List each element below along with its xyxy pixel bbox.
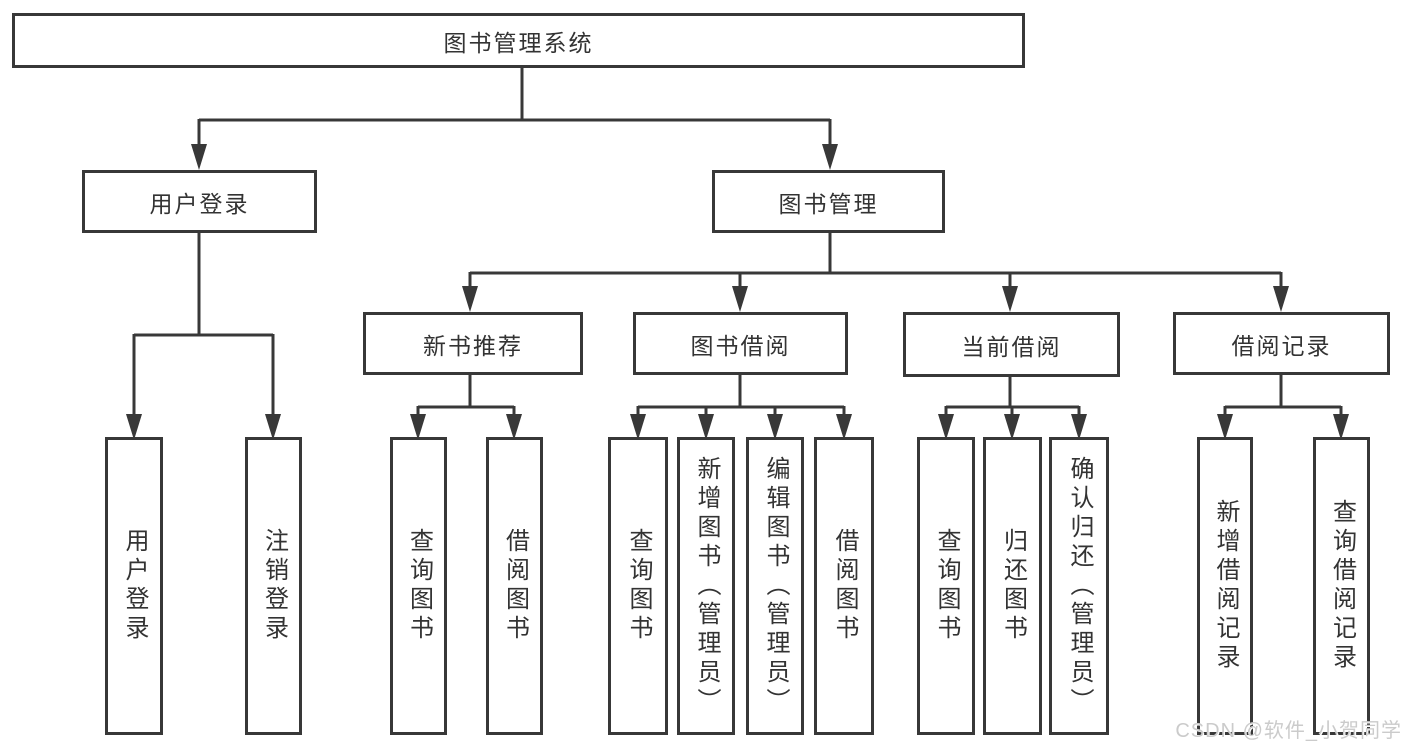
leaf-edit-book-admin: 编辑图书（管理员） bbox=[746, 437, 804, 735]
csdn-watermark: CSDN @软件_小贺同学 bbox=[1175, 720, 1402, 742]
leaf-query-books-current-label: 查询图书 bbox=[933, 528, 960, 644]
leaf-query-borrow-record: 查询借阅记录 bbox=[1313, 437, 1370, 735]
leaf-add-book-admin: 新增图书（管理员） bbox=[677, 437, 735, 735]
node-current-borrow-label: 当前借阅 bbox=[961, 333, 1062, 360]
leaf-edit-book-admin-label: 编辑图书（管理员） bbox=[762, 455, 789, 717]
node-new-book-recommend-label: 新书推荐 bbox=[423, 332, 523, 359]
connector-current-borrow-to-leaves bbox=[944, 377, 1081, 418]
node-root-label: 图书管理系统 bbox=[443, 29, 594, 56]
leaf-borrow-books-label: 借阅图书 bbox=[831, 528, 858, 644]
node-borrow-records-label: 借阅记录 bbox=[1231, 332, 1332, 359]
leaf-confirm-return-admin-label: 确认归还（管理员） bbox=[1066, 455, 1093, 717]
node-new-book-recommend: 新书推荐 bbox=[363, 312, 583, 375]
connector-book-borrow-to-leaves bbox=[636, 375, 846, 418]
leaf-confirm-return-admin: 确认归还（管理员） bbox=[1049, 437, 1109, 735]
leaf-logout: 注销登录 bbox=[245, 437, 302, 735]
leaf-logout-label: 注销登录 bbox=[260, 528, 288, 644]
leaf-query-books-borrow-label: 查询图书 bbox=[625, 528, 652, 644]
leaf-add-borrow-record: 新增借阅记录 bbox=[1197, 437, 1253, 735]
connector-borrow-records-to-leaves bbox=[1223, 375, 1343, 418]
leaf-borrow-books-recommend: 借阅图书 bbox=[486, 437, 543, 735]
connector-user-login-to-leaves bbox=[132, 233, 275, 418]
node-user-login: 用户登录 bbox=[82, 170, 317, 233]
leaf-query-books-current: 查询图书 bbox=[917, 437, 975, 735]
node-book-management-label: 图书管理 bbox=[778, 190, 879, 217]
node-current-borrow: 当前借阅 bbox=[903, 312, 1120, 377]
connector-book-mgmt-to-level3 bbox=[468, 233, 1283, 292]
leaf-borrow-books-recommend-label: 借阅图书 bbox=[501, 528, 529, 644]
node-book-borrow: 图书借阅 bbox=[633, 312, 848, 375]
leaf-query-books-recommend: 查询图书 bbox=[390, 437, 447, 735]
node-user-login-label: 用户登录 bbox=[149, 190, 250, 217]
node-book-borrow-label: 图书借阅 bbox=[690, 332, 791, 359]
node-book-management: 图书管理 bbox=[712, 170, 945, 233]
connector-new-book-to-leaves bbox=[416, 375, 516, 418]
leaf-user-login: 用户登录 bbox=[105, 437, 163, 735]
leaf-borrow-books: 借阅图书 bbox=[814, 437, 874, 735]
leaf-return-books-label: 归还图书 bbox=[999, 528, 1027, 644]
leaf-user-login-label: 用户登录 bbox=[121, 528, 148, 644]
leaf-query-books-recommend-label: 查询图书 bbox=[405, 528, 433, 644]
connector-root-to-level2 bbox=[197, 66, 832, 150]
leaf-query-books-borrow: 查询图书 bbox=[608, 437, 668, 735]
leaf-add-book-admin-label: 新增图书（管理员） bbox=[693, 455, 720, 717]
arrowheads bbox=[126, 144, 1349, 440]
leaf-add-borrow-record-label: 新增借阅记录 bbox=[1212, 499, 1239, 673]
leaf-query-borrow-record-label: 查询借阅记录 bbox=[1328, 499, 1356, 673]
leaf-return-books: 归还图书 bbox=[983, 437, 1042, 735]
node-borrow-records: 借阅记录 bbox=[1173, 312, 1390, 375]
node-root: 图书管理系统 bbox=[12, 13, 1025, 68]
